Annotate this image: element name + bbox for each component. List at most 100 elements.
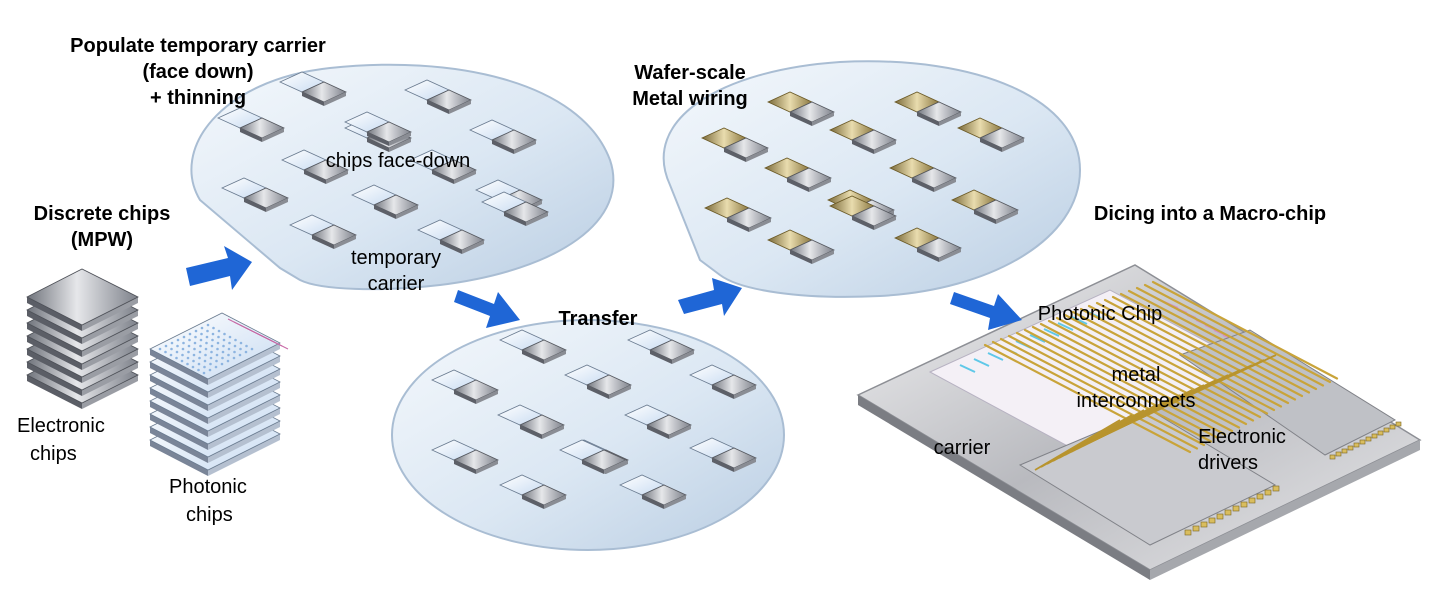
photonic-grid-dot: [164, 344, 168, 348]
bond-pad: [1248, 497, 1256, 504]
photonic-grid-dot: [223, 332, 226, 336]
populate-title-line3: + thinning: [150, 87, 246, 109]
photonic-chips-label-line1: Photonic: [169, 476, 247, 498]
photonic-grid-dot: [176, 338, 180, 342]
electronic-chip-layer: [26, 268, 139, 331]
photonic-grid-dot: [210, 344, 214, 348]
gold-interconnect: [1135, 286, 1325, 387]
transfer-wafer: [391, 319, 785, 551]
photonic-port: [973, 358, 990, 367]
photonic-grid-dot: [158, 347, 162, 351]
photonic-grid-dot: [194, 329, 198, 333]
bond-pad: [1377, 430, 1384, 436]
bond-pad: [1216, 513, 1224, 520]
photonic-grid-dot: [182, 341, 185, 345]
photonic-grid-dot: [212, 326, 215, 330]
chips-face-down-label: chips face-down: [326, 150, 471, 172]
photonic-grid-dot: [214, 365, 218, 369]
bond-pad: [1272, 485, 1280, 492]
populate-title-line2: (face down): [142, 61, 253, 83]
photonic-grid-dot: [170, 347, 173, 351]
gold-interconnect: [1112, 354, 1277, 432]
photonic-grid-dot: [192, 359, 195, 363]
gold-interconnect: [1111, 295, 1304, 398]
gold-interconnect: [1151, 280, 1339, 380]
photonic-chip-label: Photonic Chip: [1038, 303, 1163, 325]
gold-interconnect: [1071, 310, 1269, 415]
gold-interconnect: [1007, 334, 1213, 443]
electronic-chips-label-line2: chips: [30, 443, 77, 465]
bond-pad: [1200, 521, 1208, 528]
photonic-grid-dot: [198, 356, 201, 360]
gold-interconnect: [1087, 304, 1283, 408]
photonic-grid-dot: [182, 335, 186, 339]
photonic-grid-dot: [175, 350, 179, 354]
photonic-grid-dot: [215, 359, 218, 363]
gold-interconnect: [1063, 313, 1262, 419]
photonic-grid-dot: [216, 347, 219, 351]
bond-pad: [1184, 529, 1192, 536]
photonic-grid-dot: [206, 323, 210, 327]
bond-pad: [1353, 442, 1360, 448]
bond-pad: [1389, 424, 1396, 430]
bond-pad: [1365, 436, 1372, 442]
photonic-grid-dot: [200, 332, 203, 336]
photonic-grid-dot: [181, 347, 185, 351]
photonic-grid-dot: [217, 329, 221, 333]
bond-pad: [1395, 421, 1402, 427]
gold-interconnect: [999, 337, 1206, 447]
metal-interconnects-label-line1: metal: [1112, 364, 1161, 386]
photonic-grid-dot: [239, 341, 243, 345]
electronic-chips-label-line1: Electronic: [17, 415, 105, 437]
photonic-grid-dot: [192, 353, 196, 357]
photonic-grid-dot: [180, 359, 184, 363]
temporary-carrier-label-line1: temporary: [351, 247, 441, 269]
photonic-grid-dot: [204, 353, 207, 357]
gold-interconnect: [1031, 325, 1234, 433]
photonic-grid-dot: [199, 338, 203, 342]
photonic-grid-dot: [221, 350, 225, 354]
photonic-grid-dot: [186, 356, 190, 360]
bond-pad: [1256, 493, 1264, 500]
gold-interconnect: [1143, 283, 1332, 384]
photonic-grid-dot: [198, 350, 202, 354]
photonic-grid-dot: [193, 341, 197, 345]
bond-pad: [1347, 445, 1354, 451]
bond-pad: [1240, 501, 1248, 508]
photonic-grid-dot: [186, 362, 189, 366]
bond-pad: [1208, 517, 1216, 524]
arrow-transfer-to-wiring: [678, 278, 742, 316]
carrier-label: carrier: [934, 437, 991, 459]
photonic-grid-dot: [187, 344, 191, 348]
photonic-grid-dot: [204, 347, 208, 351]
photonic-grid-dot: [206, 329, 209, 333]
arrow-wiring-to-dicing: [950, 292, 1022, 330]
photonic-grid-dot: [197, 368, 200, 372]
photonic-grid-dot: [188, 338, 191, 342]
photonic-port: [1029, 334, 1046, 343]
photonic-grid-dot: [238, 353, 242, 357]
photonic-grid-dot: [233, 344, 237, 348]
photonic-grid-dot: [217, 335, 220, 339]
discrete-chips-title-line1: Discrete chips: [34, 203, 171, 225]
photonic-grid-dot: [164, 350, 167, 354]
photonic-grid-dot: [232, 356, 236, 360]
photonic-grid-dot: [233, 350, 236, 354]
gold-interconnect: [1039, 322, 1241, 429]
temporary-carrier-wafer: [190, 63, 615, 291]
photonic-grid-dot: [188, 332, 192, 336]
gold-interconnect: [1127, 289, 1318, 391]
bond-pad: [1371, 433, 1378, 439]
photonic-grid-dot: [239, 347, 242, 351]
photonic-grid-dot: [187, 350, 190, 354]
photonic-grid-dot: [244, 350, 248, 354]
photonic-grid-dot: [181, 353, 184, 357]
gold-interconnect: [1015, 331, 1220, 440]
macro-chip: [856, 264, 1422, 580]
wafer-scale-title-line2: Metal wiring: [632, 88, 748, 110]
gold-interconnect: [1095, 301, 1290, 405]
photonic-port: [987, 352, 1004, 361]
photonic-port: [1043, 328, 1060, 337]
photonic-grid-dot: [193, 347, 196, 351]
photonic-grid-dot: [169, 353, 173, 357]
